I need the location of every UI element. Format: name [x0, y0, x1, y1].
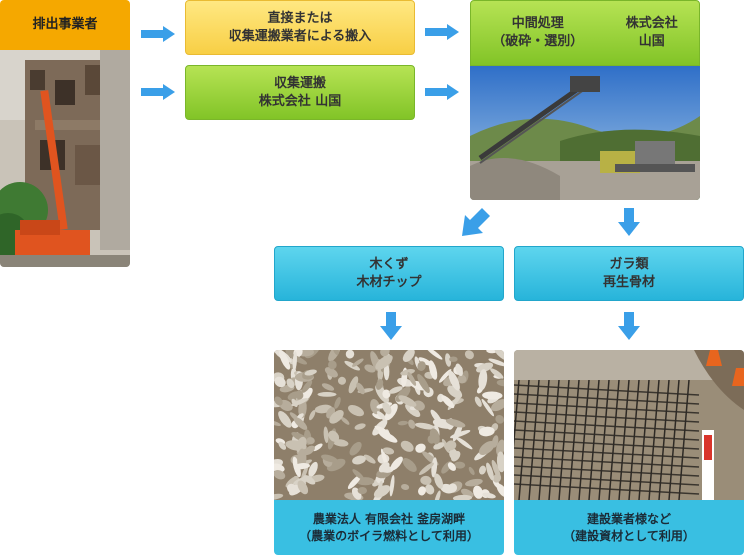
rubble-box: ガラ類 再生骨材	[514, 246, 744, 301]
direct-delivery-line2: 収集運搬業者による搬入	[228, 28, 372, 44]
collection-line1: 収集運搬	[273, 75, 326, 91]
arrow-down-icon	[380, 312, 402, 340]
arrow-right-icon	[425, 84, 459, 100]
arrow-down-icon	[618, 312, 640, 340]
wood-box: 木くず 木材チップ	[274, 246, 504, 301]
processing-right: 株式会社 山国	[626, 15, 678, 51]
wood-destination-line1: 農業法人 有限会社 釜房湖畔	[312, 511, 466, 526]
processing-header: 中間処理 （破砕・選別） 株式会社 山国	[470, 0, 700, 66]
rubble-destination: 建設業者様など （建設資材として利用）	[514, 500, 744, 555]
demolition-photo	[0, 50, 130, 267]
wood-line1: 木くず	[369, 256, 409, 272]
arrow-right-icon	[141, 84, 175, 100]
rubble-line1: ガラ類	[609, 256, 649, 272]
processing-left: 中間処理 （破砕・選別）	[492, 15, 583, 51]
crusher-photo	[470, 66, 700, 200]
wood-destination: 農業法人 有限会社 釜房湖畔 （農業のボイラ燃料として利用）	[274, 500, 504, 555]
emitter-header: 排出事業者	[0, 0, 130, 50]
processing-left-line1: 中間処理	[511, 16, 564, 31]
rubble-destination-line2: （建設資材として利用）	[563, 528, 695, 543]
wood-line2: 木材チップ	[356, 274, 422, 290]
processing-right-line2: 山国	[638, 34, 665, 49]
wood-destination-line2: （農業のボイラ燃料として利用）	[299, 528, 479, 543]
direct-delivery-box: 直接または 収集運搬業者による搬入	[185, 0, 415, 55]
rebar-photo	[514, 350, 744, 500]
arrow-right-icon	[425, 24, 459, 40]
rubble-destination-line1: 建設業者様など	[586, 511, 671, 526]
processing-right-line1: 株式会社	[625, 16, 678, 31]
collection-box: 収集運搬 株式会社 山国	[185, 65, 415, 120]
arrow-down-icon	[618, 208, 640, 236]
wood-chip-photo	[274, 350, 504, 500]
emitter-label: 排出事業者	[32, 17, 98, 32]
arrow-down-left-icon	[462, 208, 490, 236]
arrow-right-icon	[141, 26, 175, 42]
rubble-line2: 再生骨材	[602, 274, 655, 290]
collection-line2: 株式会社 山国	[258, 93, 342, 109]
processing-left-line2: （破砕・選別）	[492, 34, 584, 49]
direct-delivery-line1: 直接または	[267, 10, 333, 26]
